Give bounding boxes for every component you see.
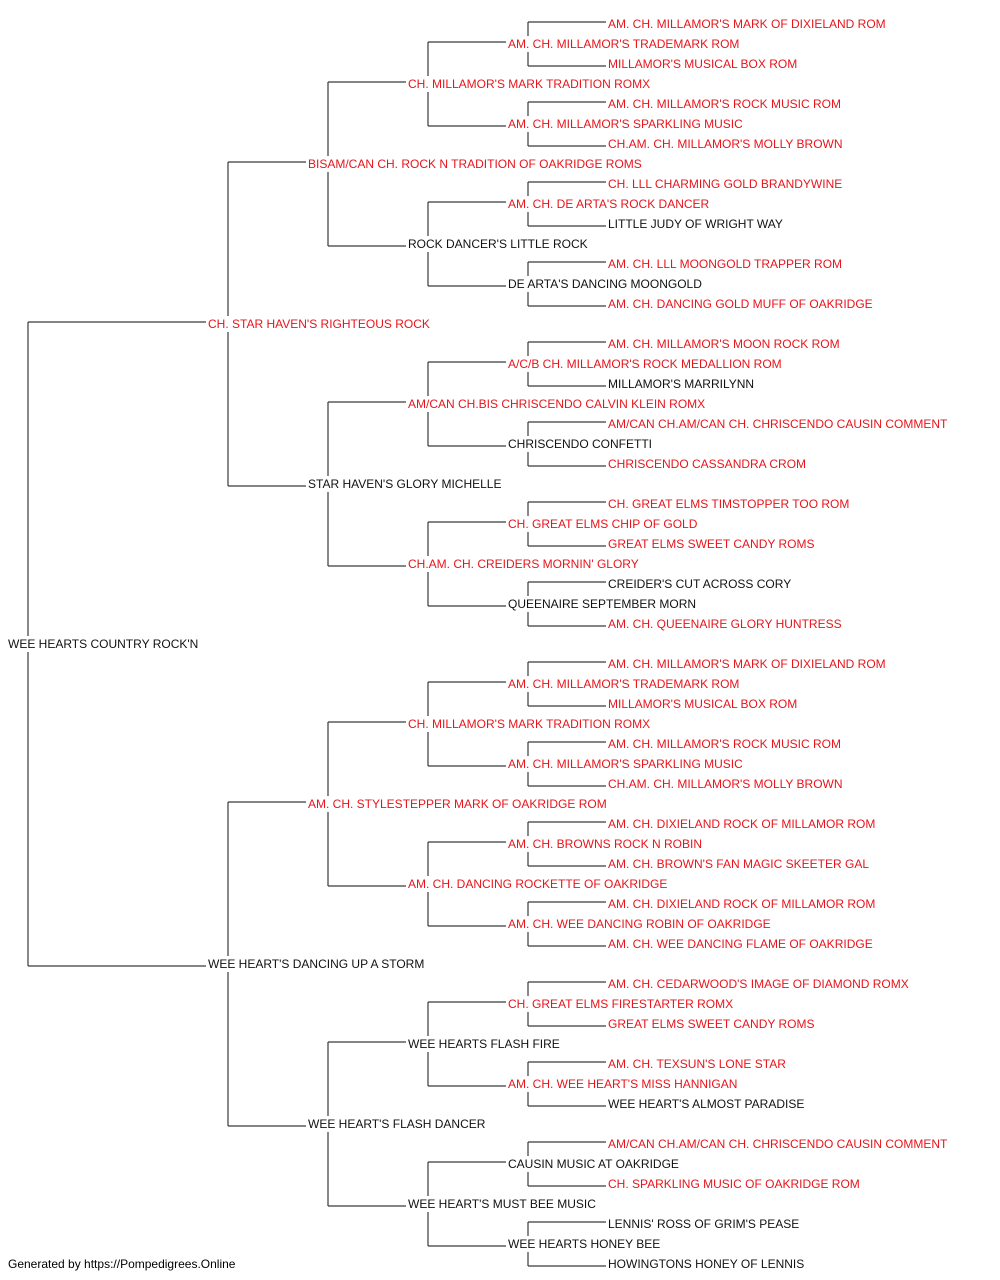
dog-name: AM/CAN CH.AM/CAN CH. CHRISCENDO CAUSIN C… (608, 417, 948, 431)
dog-name: AM. CH. MILLAMOR'S MARK OF DIXIELAND ROM (608, 17, 886, 31)
dog-name: ROCK DANCER'S LITTLE ROCK (408, 237, 588, 251)
dog-name: CREIDER'S CUT ACROSS CORY (608, 577, 791, 591)
dog-name: CH. GREAT ELMS CHIP OF GOLD (508, 517, 698, 531)
dog-name: CH.AM. CH. CREIDERS MORNIN' GLORY (408, 557, 639, 571)
dog-name: A/C/B CH. MILLAMOR'S ROCK MEDALLION ROM (508, 357, 782, 371)
dog-name: CH. GREAT ELMS TIMSTOPPER TOO ROM (608, 497, 849, 511)
dog-name: AM. CH. MILLAMOR'S TRADEMARK ROM (508, 37, 739, 51)
dog-name: AM. CH. TEXSUN'S LONE STAR (608, 1057, 786, 1071)
dog-name: CAUSIN MUSIC AT OAKRIDGE (508, 1157, 679, 1171)
dog-name: STAR HAVEN'S GLORY MICHELLE (308, 477, 501, 491)
dog-name: WEE HEART'S FLASH DANCER (308, 1117, 486, 1131)
dog-name: AM/CAN CH.BIS CHRISCENDO CALVIN KLEIN RO… (408, 397, 705, 411)
dog-name: QUEENAIRE SEPTEMBER MORN (508, 597, 696, 611)
dog-name: MILLAMOR'S MUSICAL BOX ROM (608, 697, 797, 711)
dog-name: AM. CH. CEDARWOOD'S IMAGE OF DIAMOND ROM… (608, 977, 909, 991)
dog-name: CH. MILLAMOR'S MARK TRADITION ROMX (408, 77, 650, 91)
dog-name: AM. CH. LLL MOONGOLD TRAPPER ROM (608, 257, 842, 271)
dog-name: AM. CH. BROWN'S FAN MAGIC SKEETER GAL (608, 857, 869, 871)
dog-name: AM. CH. DE ARTA'S ROCK DANCER (508, 197, 710, 211)
dog-name: AM. CH. MILLAMOR'S MARK OF DIXIELAND ROM (608, 657, 886, 671)
dog-name: WEE HEART'S MUST BEE MUSIC (408, 1197, 596, 1211)
dog-name: WEE HEARTS FLASH FIRE (408, 1037, 560, 1051)
dog-name: AM. CH. DANCING ROCKETTE OF OAKRIDGE (408, 877, 667, 891)
dog-name: CH. GREAT ELMS FIRESTARTER ROMX (508, 997, 733, 1011)
dog-name: CH.AM. CH. MILLAMOR'S MOLLY BROWN (608, 137, 843, 151)
dog-name: AM. CH. MILLAMOR'S ROCK MUSIC ROM (608, 737, 841, 751)
dog-name: GREAT ELMS SWEET CANDY ROMS (608, 1017, 814, 1031)
dog-name: AM. CH. DIXIELAND ROCK OF MILLAMOR ROM (608, 817, 875, 831)
dog-name: AM. CH. MILLAMOR'S ROCK MUSIC ROM (608, 97, 841, 111)
dog-name: LENNIS' ROSS OF GRIM'S PEASE (608, 1217, 799, 1231)
dog-name: AM. CH. WEE DANCING ROBIN OF OAKRIDGE (508, 917, 771, 931)
dog-name: AM. CH. WEE HEART'S MISS HANNIGAN (508, 1077, 737, 1091)
dog-name: WEE HEART'S DANCING UP A STORM (208, 957, 424, 971)
dog-name: WEE HEARTS HONEY BEE (508, 1237, 660, 1251)
dog-name: MILLAMOR'S MARRILYNN (608, 377, 754, 391)
dog-name: AM. CH. MILLAMOR'S SPARKLING MUSIC (508, 757, 743, 771)
dog-name: AM. CH. MILLAMOR'S MOON ROCK ROM (608, 337, 840, 351)
dog-name: CHRISCENDO CONFETTI (508, 437, 652, 451)
dog-name: AM. CH. WEE DANCING FLAME OF OAKRIDGE (608, 937, 873, 951)
dog-name: AM. CH. STYLESTEPPER MARK OF OAKRIDGE RO… (308, 797, 607, 811)
dog-name: CH. STAR HAVEN'S RIGHTEOUS ROCK (208, 317, 430, 331)
dog-name: DE ARTA'S DANCING MOONGOLD (508, 277, 702, 291)
dog-name: CHRISCENDO CASSANDRA CROM (608, 457, 806, 471)
dog-name: CH. MILLAMOR'S MARK TRADITION ROMX (408, 717, 650, 731)
dog-name: AM. CH. DANCING GOLD MUFF OF OAKRIDGE (608, 297, 873, 311)
dog-name: LITTLE JUDY OF WRIGHT WAY (608, 217, 783, 231)
dog-name: GREAT ELMS SWEET CANDY ROMS (608, 537, 814, 551)
footer-credit: Generated by https://Pompedigrees.Online (8, 1257, 236, 1271)
dog-name: AM. CH. MILLAMOR'S TRADEMARK ROM (508, 677, 739, 691)
dog-name: AM. CH. MILLAMOR'S SPARKLING MUSIC (508, 117, 743, 131)
dog-name: AM. CH. QUEENAIRE GLORY HUNTRESS (608, 617, 842, 631)
dog-name: AM/CAN CH.AM/CAN CH. CHRISCENDO CAUSIN C… (608, 1137, 948, 1151)
dog-name: CH. LLL CHARMING GOLD BRANDYWINE (608, 177, 842, 191)
dog-name: CH.AM. CH. MILLAMOR'S MOLLY BROWN (608, 777, 843, 791)
dog-name: WEE HEART'S ALMOST PARADISE (608, 1097, 804, 1111)
dog-name: CH. SPARKLING MUSIC OF OAKRIDGE ROM (608, 1177, 860, 1191)
dog-name: WEE HEARTS COUNTRY ROCK'N (8, 637, 198, 651)
dog-name: HOWINGTONS HONEY OF LENNIS (608, 1257, 804, 1271)
dog-name: BISAM/CAN CH. ROCK N TRADITION OF OAKRID… (308, 157, 642, 171)
dog-name: MILLAMOR'S MUSICAL BOX ROM (608, 57, 797, 71)
dog-name: AM. CH. DIXIELAND ROCK OF MILLAMOR ROM (608, 897, 875, 911)
dog-name: AM. CH. BROWNS ROCK N ROBIN (508, 837, 702, 851)
